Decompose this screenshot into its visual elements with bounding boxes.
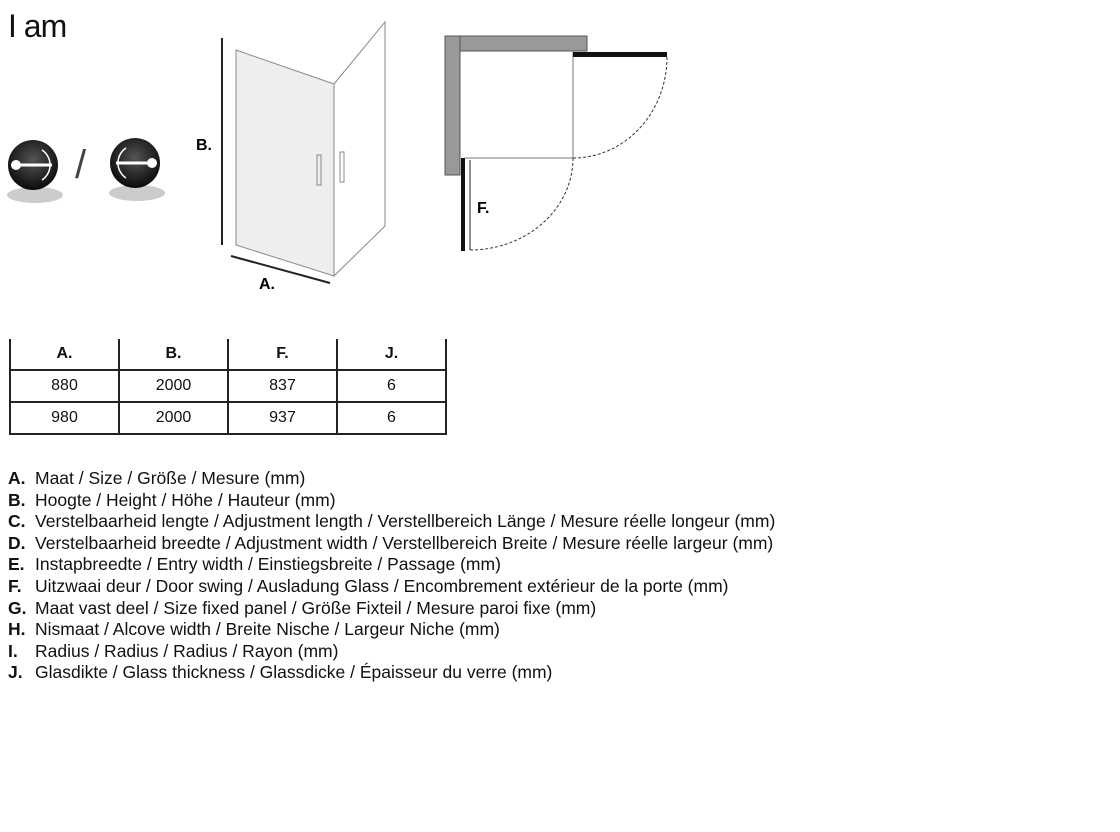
- legend-item: J. Glasdikte / Glass thickness / Glassdic…: [8, 662, 775, 684]
- label-a: A.: [259, 276, 275, 293]
- cell: 937: [227, 402, 337, 435]
- legend-item: F. Uitzwaai deur / Door swing / Ausladung…: [8, 576, 775, 598]
- legend-key: J.: [8, 662, 23, 683]
- legend-text: Instapbreedte / Entry width / Einstiegsb…: [35, 554, 501, 575]
- legend-key: I.: [8, 640, 18, 661]
- cell: 2000: [118, 370, 228, 403]
- diagrams: / B. A. F.: [7, 20, 668, 293]
- cell: 880: [9, 370, 119, 403]
- header-a: A.: [9, 339, 119, 371]
- legend-text: Hoogte / Height / Höhe / Hauteur (mm): [35, 489, 336, 510]
- legend-key: D.: [8, 532, 26, 553]
- legend-text: Nismaat / Alcove width / Breite Nische /…: [35, 619, 500, 640]
- plan-diagram: [444, 35, 668, 251]
- legend-text: Maat vast deel / Size fixed panel / Größ…: [35, 597, 597, 618]
- legend-key: B.: [8, 489, 26, 510]
- legend-item: G. Maat vast deel / Size fixed panel / Gr…: [8, 598, 775, 620]
- label-f: F.: [477, 200, 489, 217]
- legend-text: Glasdikte / Glass thickness / Glassdicke…: [35, 662, 553, 683]
- header-f: F.: [227, 339, 337, 371]
- legend-item: H. Nismaat / Alcove width / Breite Nische…: [8, 619, 775, 641]
- legend-key: E.: [8, 554, 25, 575]
- legend-item: A. Maat / Size / Größe / Mesure (mm): [8, 468, 775, 490]
- legend-text: Uitzwaai deur / Door swing / Ausladung G…: [35, 575, 729, 596]
- door-diagram: [221, 20, 386, 284]
- legend-item: B. Hoogte / Height / Höhe / Hauteur (mm): [8, 490, 775, 512]
- legend-key: A.: [8, 468, 26, 488]
- cell: 6: [336, 402, 447, 435]
- legend-text: Maat / Size / Größe / Mesure (mm): [35, 468, 306, 488]
- legend-key: H.: [8, 619, 26, 640]
- right-hinge-icon: [109, 138, 165, 201]
- legend-item: C. Verstelbaarheid lengte / Adjustment le…: [8, 511, 775, 533]
- legend-text: Radius / Radius / Radius / Rayon (mm): [35, 640, 339, 661]
- legend-text: Verstelbaarheid breedte / Adjustment wid…: [35, 532, 774, 553]
- label-b: B.: [196, 137, 212, 154]
- header-b: B.: [118, 339, 228, 371]
- header-j: J.: [336, 339, 447, 371]
- legend-item: E. Instapbreedte / Entry width / Einstieg…: [8, 554, 775, 576]
- separator: /: [75, 143, 87, 187]
- left-hinge-icon: [7, 140, 63, 203]
- cell: 6: [336, 370, 447, 403]
- legend-key: F.: [8, 575, 22, 596]
- cell: 980: [9, 402, 119, 435]
- legend-text: Verstelbaarheid lengte / Adjustment leng…: [35, 511, 776, 532]
- legend-key: C.: [8, 511, 26, 532]
- page-title: I am: [8, 8, 67, 44]
- cell: 2000: [118, 402, 228, 435]
- legend-item: I. Radius / Radius / Radius / Rayon (mm): [8, 641, 775, 663]
- legend-key: G.: [8, 597, 27, 618]
- legend: A. Maat / Size / Größe / Mesure (mm) B. Ho…: [8, 468, 775, 684]
- legend-item: D. Verstelbaarheid breedte / Adjustment w…: [8, 533, 775, 555]
- cell: 837: [227, 370, 337, 403]
